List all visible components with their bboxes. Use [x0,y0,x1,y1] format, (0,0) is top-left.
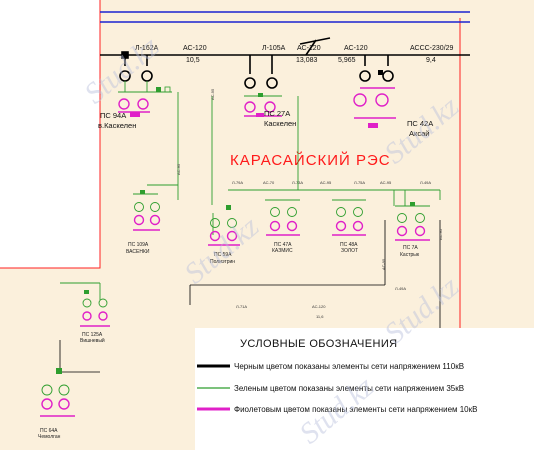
svg-text:11,6: 11,6 [316,314,324,319]
line-length-4: 9,4 [426,57,436,64]
substation-7a-name: ПС 7А [403,245,418,251]
substation-47a-sub: КАЗМИС [272,248,293,254]
substation-48a-sub: ЗОЛОТ [341,248,358,254]
line-length-3: 5,965 [338,57,356,64]
region-title: КАРАСАЙСКИЙ РЭС [230,151,391,169]
svg-text:АС-95: АС-95 [380,180,392,185]
region-boundary [0,0,461,330]
svg-text:Л-73А: Л-73А [292,180,303,185]
substation-42a-sub: Аксай [409,129,429,138]
svg-text:Л-75А: Л-75А [354,180,365,185]
substation-27a-name: ПС 27А [264,109,290,118]
substation-109a-name: ПС 109А [128,242,149,248]
substation-48a[interactable]: ПС 48А ЗОЛОТ [332,199,366,254]
substation-94a[interactable]: ПС 94А в.Каскелен [98,70,172,130]
svg-text:АС-95: АС-95 [176,163,181,175]
substation-59a-name: ПС 59А [214,252,232,258]
substation-59a[interactable]: ПС 59А Полиэтрин [208,205,240,265]
line-conductor-3: АС-120 [344,45,368,52]
svg-text:АС-95: АС-95 [381,258,386,270]
legend: УСЛОВНЫЕ ОБОЗНАЧЕНИЯ Черным цветом показ… [195,328,534,450]
legend-item-35kv: Зеленым цветом показаны элементы сети на… [234,384,464,393]
line-length-1: 10,5 [186,57,200,64]
line-conductor-1: АС-120 [183,45,207,52]
substation-27a-sub: Каскелен [264,119,296,128]
svg-text:АС-95: АС-95 [320,180,332,185]
line-labels-35kv: АС-95 АС-95 Л-79А АС-70 Л-73А АС-95 Л-75… [176,88,443,319]
svg-text:Л-71А: Л-71А [236,304,247,309]
substation-64a-sub: Чемолган [38,434,61,440]
line-110kv-main [100,37,470,74]
line-length-2: 13,083 [296,57,318,64]
substation-64a[interactable]: ПС 64А Чемолган [38,368,75,440]
substation-42a-name: ПС 42А [407,119,433,128]
substation-59a-sub: Полиэтрин [210,259,235,265]
svg-text:Л-79А: Л-79А [232,180,243,185]
svg-text:АС-70: АС-70 [263,180,275,185]
svg-text:АС-120: АС-120 [312,304,326,309]
svg-text:Л-49А: Л-49А [420,180,431,185]
substation-109a-sub: ВАСЕНКИ [126,249,150,255]
legend-item-10kv: Фиолетовым цветом показаны элементы сети… [234,405,477,414]
substation-94a-name: ПС 94А [100,111,126,120]
substation-94a-sub: в.Каскелен [98,121,136,130]
line-35kv-lower [59,220,441,373]
substation-47a[interactable]: ПС 47А КАЗМИС [265,199,300,254]
substation-42a[interactable]: ПС 42А Аксай [353,70,433,138]
legend-title: УСЛОВНЫЕ ОБОЗНАЧЕНИЯ [240,338,398,350]
top-line-labels: Л-162А АС-120 10,5 Л-105А АС-120 13,083 … [135,45,454,64]
substation-125a[interactable]: ПС 125А Вишневый [80,290,110,344]
legend-item-110kv: Черным цветом показаны элементы сети нап… [234,362,464,371]
substation-7a-sub: Кастрык [400,252,420,258]
line-35kv-network [60,92,441,300]
line-conductor-2: АС-120 [297,45,321,52]
substation-7a[interactable]: ПС 7А Кастрык [395,202,430,258]
svg-text:Л-49А: Л-49А [395,286,406,291]
substation-48a-name: ПС 48А [340,242,358,248]
substation-27a[interactable]: ПС 27А Каскелен [244,77,296,128]
substation-64a-name: ПС 64А [40,428,58,434]
line-conductor-4: АССС-230/29 [410,45,454,52]
substation-125a-sub: Вишневый [80,337,105,344]
substation-109a[interactable]: ПС 109А ВАСЕНКИ [126,190,161,255]
substation-125a-name: ПС 125А [82,332,103,338]
top-bus-lines [100,11,470,23]
substation-47a-name: ПС 47А [274,242,292,248]
svg-text:АС-95: АС-95 [210,88,215,100]
line-name-1: Л-162А [135,45,159,52]
line-name-2: Л-105А [262,45,286,52]
svg-text:АС-95: АС-95 [438,228,443,240]
